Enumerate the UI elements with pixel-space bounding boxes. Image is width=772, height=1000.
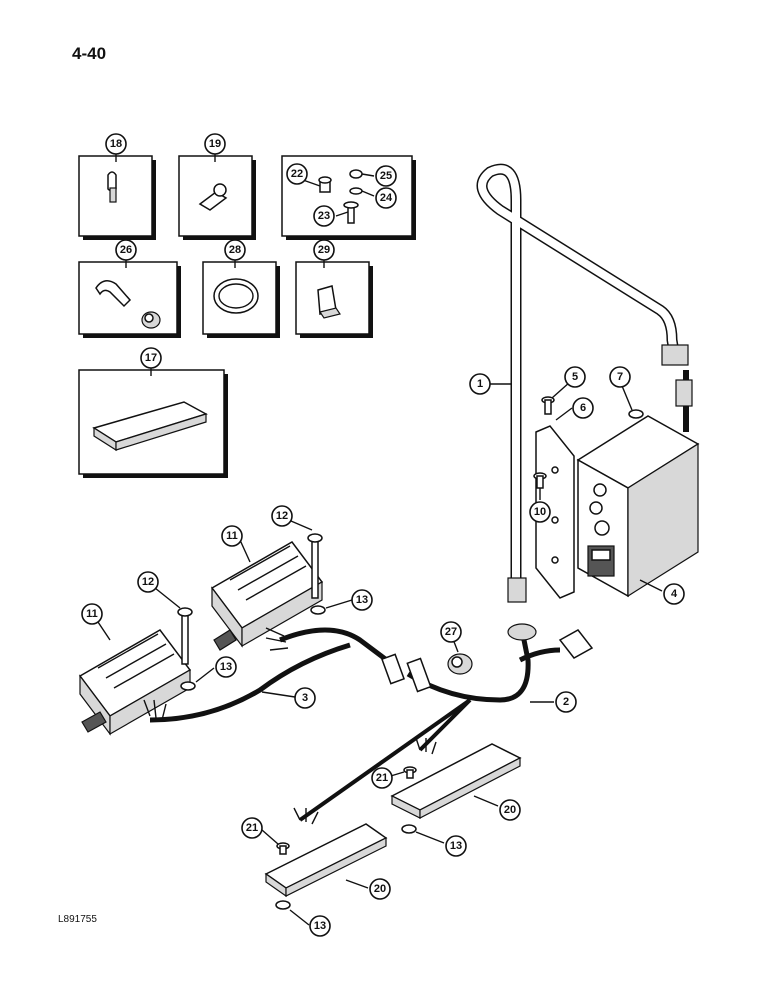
callout-1: 1 <box>469 373 491 395</box>
svg-text:28: 28 <box>229 244 241 256</box>
svg-text:6: 6 <box>580 402 586 414</box>
svg-text:12: 12 <box>142 576 154 588</box>
inset-box-17 <box>78 369 228 478</box>
svg-text:3: 3 <box>302 692 308 704</box>
callout-24: 24 <box>375 187 397 209</box>
callout-20-upper: 20 <box>499 799 521 821</box>
svg-text:21: 21 <box>246 822 258 834</box>
switch-module-lower <box>78 629 192 736</box>
callout-2: 2 <box>555 691 577 713</box>
svg-text:11: 11 <box>86 608 98 620</box>
nut-13-b <box>180 681 196 691</box>
inset-box-29 <box>295 261 373 338</box>
callout-10: 10 <box>529 501 551 523</box>
callout-13-a: 13 <box>351 589 373 611</box>
svg-text:10: 10 <box>534 506 546 518</box>
callout-21-upper: 21 <box>371 767 393 789</box>
svg-text:13: 13 <box>356 594 368 606</box>
callout-7: 7 <box>609 366 631 388</box>
svg-text:27: 27 <box>445 626 457 638</box>
svg-text:23: 23 <box>318 210 330 222</box>
lamp-20-lower <box>264 807 388 898</box>
svg-text:13: 13 <box>220 661 232 673</box>
bolt-12-upper <box>307 533 323 599</box>
svg-text:5: 5 <box>572 371 578 383</box>
washer-7 <box>628 409 644 419</box>
nut-13-d <box>275 900 291 910</box>
callout-22: 22 <box>286 163 308 185</box>
callout-20-lower: 20 <box>369 878 391 900</box>
callout-25: 25 <box>375 165 397 187</box>
svg-text:11: 11 <box>226 530 238 542</box>
harness-3 <box>143 627 405 723</box>
bolt-12-lower <box>177 607 193 665</box>
callout-23: 23 <box>313 205 335 227</box>
svg-text:26: 26 <box>120 244 132 256</box>
svg-text:1: 1 <box>477 378 483 390</box>
figure-id: L891755 <box>58 914 97 925</box>
inset-box-19 <box>178 155 256 240</box>
callout-17: 17 <box>140 347 162 369</box>
svg-text:24: 24 <box>380 192 393 204</box>
svg-text:17: 17 <box>145 352 157 364</box>
svg-text:2: 2 <box>563 696 569 708</box>
callout-6: 6 <box>572 397 594 419</box>
screw-5 <box>541 396 555 415</box>
svg-text:7: 7 <box>617 371 623 383</box>
callout-18: 18 <box>105 133 127 155</box>
svg-text:18: 18 <box>110 138 122 150</box>
callout-26: 26 <box>115 239 137 261</box>
nut-13-a <box>310 605 326 615</box>
conduit-tube <box>476 163 689 603</box>
bracket <box>535 425 575 599</box>
callout-11-upper: 11 <box>221 525 243 547</box>
callout-4: 4 <box>663 583 685 605</box>
svg-text:20: 20 <box>374 883 386 895</box>
switch-module-upper <box>210 541 324 651</box>
screw-21-upper <box>403 766 417 779</box>
svg-text:21: 21 <box>376 772 388 784</box>
callout-12-upper: 12 <box>271 505 293 527</box>
inset-box-18 <box>78 155 156 240</box>
callout-28: 28 <box>224 239 246 261</box>
svg-text:29: 29 <box>318 244 330 256</box>
callout-13-c: 13 <box>445 835 467 857</box>
grommet-27 <box>447 653 473 675</box>
inset-box-28 <box>202 261 280 338</box>
page-number: 4-40 <box>72 44 107 63</box>
svg-text:13: 13 <box>450 840 462 852</box>
nut-13-c <box>401 824 417 834</box>
callout-5: 5 <box>564 366 586 388</box>
harness-2 <box>298 623 594 822</box>
svg-text:12: 12 <box>276 510 288 522</box>
lamp-20-upper <box>390 737 522 819</box>
svg-text:20: 20 <box>504 804 516 816</box>
callout-3: 3 <box>294 687 316 709</box>
svg-text:13: 13 <box>314 920 326 932</box>
svg-text:19: 19 <box>209 138 221 150</box>
callout-27: 27 <box>440 621 462 643</box>
callout-19: 19 <box>204 133 226 155</box>
screw-21-lower <box>276 842 290 855</box>
callout-12-lower: 12 <box>137 571 159 593</box>
callout-13-d: 13 <box>309 915 331 937</box>
callout-13-b: 13 <box>215 656 237 678</box>
callout-29: 29 <box>313 239 335 261</box>
callout-11-lower: 11 <box>81 603 103 625</box>
svg-text:4: 4 <box>671 588 678 600</box>
inset-box-26 <box>78 261 181 338</box>
monitor-box <box>576 370 700 598</box>
svg-text:22: 22 <box>291 168 303 180</box>
svg-text:25: 25 <box>380 170 392 182</box>
callout-21-lower: 21 <box>241 817 263 839</box>
